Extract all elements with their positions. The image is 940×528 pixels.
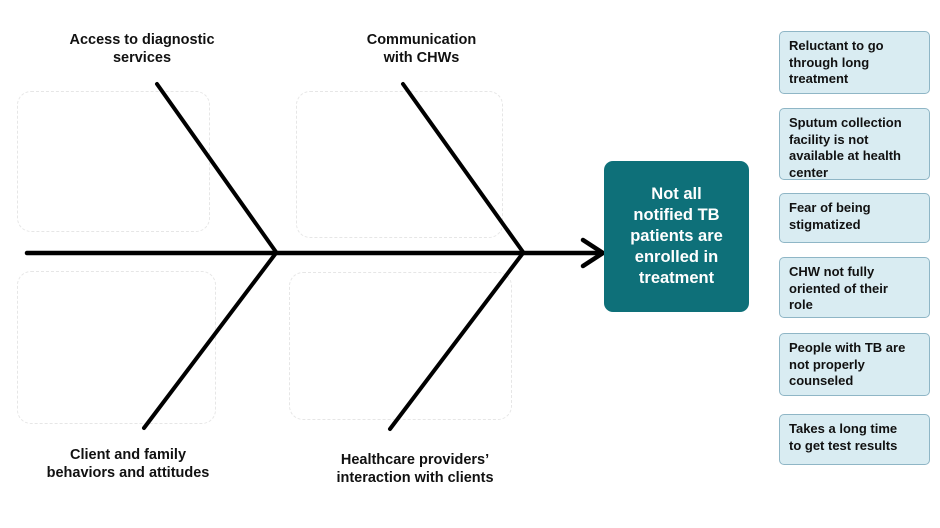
cause-box-sputum-collection-facility: Sputum collection facility is not availa… xyxy=(779,108,930,180)
cause-line: facility is not xyxy=(789,131,869,147)
cause-box-fear-stigmatized: Fear of being stigmatized xyxy=(779,193,930,243)
cause-box-reluctant-long-treatment: Reluctant to go through long treatment xyxy=(779,31,930,94)
effect-line: Not all xyxy=(651,185,702,203)
category-label-communication-with-chws: Communication with CHWs xyxy=(354,31,489,67)
cause-line: stigmatized xyxy=(789,216,861,232)
cause-line: role xyxy=(789,297,813,312)
category-label-line: Client and family xyxy=(69,447,187,463)
category-label-access-to-diagnostic-services: Access to diagnostic services xyxy=(62,31,222,67)
bone-bottom-left xyxy=(142,251,278,430)
category-label-line: Healthcare providers’ xyxy=(340,452,490,468)
category-label-line: with CHWs xyxy=(383,50,460,66)
category-label-healthcare-providers-interaction: Healthcare providers’ interaction with c… xyxy=(322,451,508,487)
placeholder-frame-top-right xyxy=(296,91,503,238)
effect-line: notified TB xyxy=(633,206,720,224)
cause-line: oriented of their xyxy=(789,280,888,296)
cause-line: treatment xyxy=(789,71,849,86)
effect-line: enrolled in xyxy=(634,248,719,266)
cause-line: Takes a long time xyxy=(789,421,898,436)
cause-box-not-properly-counseled: People with TB are not properly counsele… xyxy=(779,333,930,396)
cause-line: People with TB are xyxy=(789,340,906,355)
cause-line: counseled xyxy=(789,373,854,388)
category-label-line: services xyxy=(112,50,172,66)
cause-line: to get test results xyxy=(789,437,898,453)
cause-line: available at health xyxy=(789,148,901,163)
placeholder-frame-bottom-left xyxy=(17,271,216,424)
bone-top-left xyxy=(155,82,278,254)
category-label-line: behaviors and attitudes xyxy=(46,465,210,481)
cause-line: not properly xyxy=(789,356,865,372)
placeholder-frame-bottom-right xyxy=(289,272,512,420)
category-label-line: interaction with clients xyxy=(336,470,494,486)
category-label-client-and-family-behaviors: Client and family behaviors and attitude… xyxy=(30,446,226,482)
effect-line: treatment xyxy=(638,269,715,287)
effect-line: patients are xyxy=(630,227,723,245)
cause-line: center xyxy=(789,164,829,180)
category-label-line: Access to diagnostic xyxy=(69,32,215,48)
cause-box-chw-not-oriented: CHW not fully oriented of their role xyxy=(779,257,930,318)
cause-box-long-test-results: Takes a long time to get test results xyxy=(779,414,930,465)
category-label-line: Communication xyxy=(366,32,477,48)
cause-line: Reluctant to go xyxy=(789,38,884,53)
cause-line: Sputum collection xyxy=(789,115,902,130)
bone-bottom-right xyxy=(388,251,525,431)
cause-line: Fear of being xyxy=(789,200,871,215)
cause-line: through long xyxy=(789,54,870,70)
cause-line: CHW not fully xyxy=(789,264,875,279)
bone-top-right xyxy=(401,82,525,254)
spine-arrowhead xyxy=(580,237,606,269)
effect-problem-box: Not all notified TB patients are enrolle… xyxy=(604,161,749,312)
